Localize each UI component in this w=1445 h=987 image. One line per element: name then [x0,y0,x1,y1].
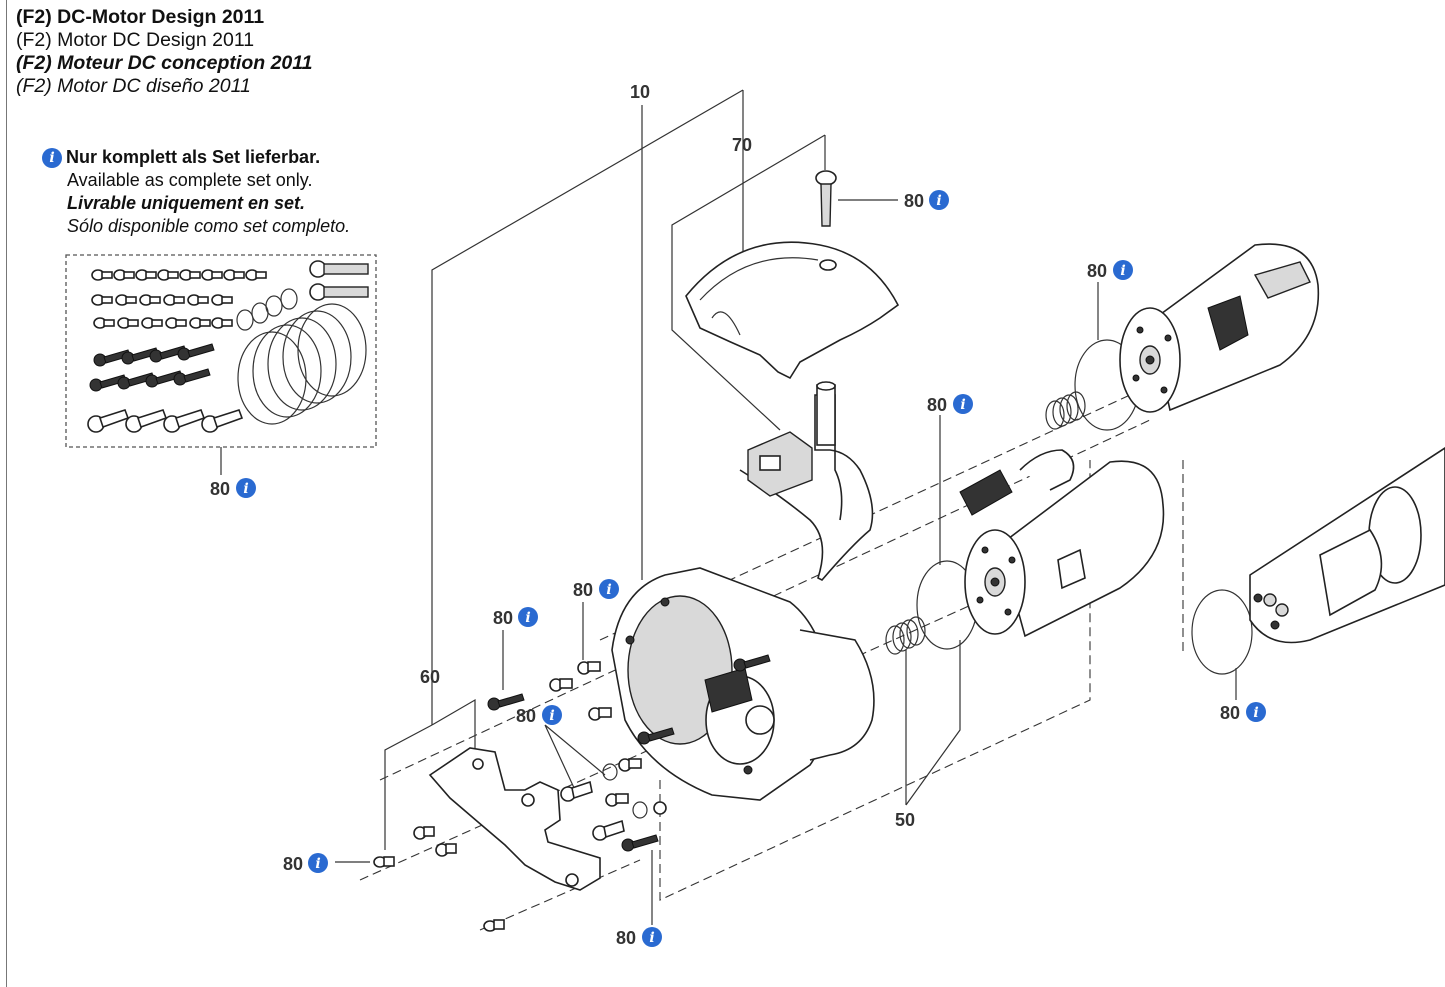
spring-middle [885,616,926,655]
info-icon [518,607,538,627]
dc-motor-middle-part [959,449,1165,638]
svg-text:80: 80 [573,580,593,600]
set-long-screws [309,260,369,301]
motor-tube-part [1249,447,1445,644]
mounting-plate-part [428,747,601,891]
spring-upper [1045,391,1086,430]
info-icon [642,927,662,947]
note-spanish: Sólo disponible como set completo. [67,216,351,236]
callout-50: 50 [895,810,915,830]
svg-text:10: 10 [630,82,650,102]
info-icon [542,705,562,725]
info-icon [1246,702,1266,722]
set-box-outline [65,254,377,448]
svg-text:80: 80 [493,608,513,628]
callout-10: 10 [630,82,650,102]
svg-text:60: 60 [420,667,440,687]
svg-text:80: 80 [616,928,636,948]
title-spanish: (F2) Motor DC diseño 2011 [16,75,251,97]
callout-60: 60 [420,667,440,687]
loose-screws [373,654,771,932]
info-icon [953,394,973,414]
page-frame-line [6,0,7,987]
callout-80-bolt: 80 [493,607,538,628]
svg-text:80: 80 [283,854,303,874]
set-small-screws [91,269,267,329]
dc-motor-upper-part [1119,243,1320,413]
info-icon [308,853,328,873]
svg-text:80: 80 [904,191,924,211]
o-ring-right [1191,589,1253,675]
title-german: (F2) DC-Motor Design 2011 [16,6,265,28]
svg-text:50: 50 [895,810,915,830]
note-french: Livrable uniquement en set. [67,193,306,213]
motor-cover-part [685,241,900,380]
svg-text:80: 80 [210,479,230,499]
callout-80-bottom: 80 [616,927,662,948]
callout-80-plate-screw: 80 [283,853,328,874]
connector-bracket-part [739,381,874,581]
note-english: Available as complete set only. [67,170,313,190]
callout-80-housing-screws: 80 [573,579,619,600]
info-icon [236,478,256,498]
set-availability-note: i Nur komplett als Set lieferbar. Availa… [42,146,350,238]
callout-80-set: 80 [210,478,256,499]
callout-80-pins: 80 [516,705,562,726]
info-icon [599,579,619,599]
svg-text:70: 70 [732,135,752,155]
svg-text:80: 80 [516,706,536,726]
svg-text:80: 80 [1220,703,1240,723]
svg-text:80: 80 [1087,261,1107,281]
callout-80-cover-screw: 80 [904,190,949,211]
info-icon [1113,260,1133,280]
callout-70: 70 [732,135,752,155]
set-o-rings-large [237,303,367,425]
svg-text:80: 80 [927,395,947,415]
set-pins [87,409,244,433]
info-icon [929,190,949,210]
set-black-bolts [89,343,215,392]
set-o-rings-small [236,288,298,331]
info-icon: i [42,147,62,168]
title-english: (F2) Motor DC Design 2011 [16,29,255,51]
callout-80-upper-ring: 80 [1087,260,1133,281]
title-french: (F2) Moteur DC conception 2011 [16,52,313,74]
callout-80-middle-ring: 80 [927,394,973,415]
callout-80-right-ring: 80 [1220,702,1266,723]
note-german: Nur komplett als Set lieferbar. [66,147,321,167]
motor-housing-part [611,567,875,801]
cover-screw [815,170,837,227]
title-block: (F2) DC-Motor Design 2011 (F2) Motor DC … [16,6,313,98]
